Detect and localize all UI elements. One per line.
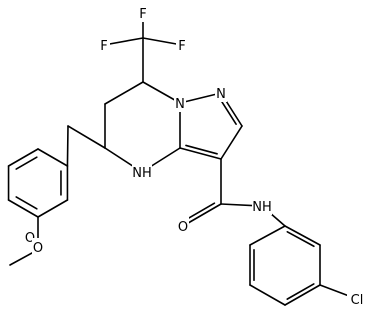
- svg-text:NH: NH: [132, 166, 152, 181]
- atom-n1: N: [174, 94, 186, 112]
- svg-text:F: F: [139, 7, 146, 22]
- bond-C3-C3a: [179, 147, 222, 160]
- svg-text:O: O: [33, 241, 43, 256]
- bond-A4-A5: [249, 284, 286, 306]
- atom-nham: NH: [252, 197, 272, 215]
- methoxyphenyl-ring-bond-1: [7, 148, 39, 167]
- bond-Ccarb-O-second: [184, 202, 216, 221]
- atom-cl: Cl: [347, 290, 367, 308]
- bond-N1-N2: [179, 92, 222, 104]
- atom-n2: N: [215, 84, 227, 102]
- methoxyphenyl-link-bond: [66, 125, 69, 167]
- bond-CH-C3: [220, 125, 243, 160]
- svg-text:O: O: [25, 231, 35, 246]
- bond-A6-A1: [249, 225, 286, 246]
- atom-f3: F: [176, 36, 188, 54]
- bond-A3-A4: [284, 284, 321, 306]
- methoxyphenyl-ring-bond-3: [7, 199, 39, 218]
- methoxyphenyl-ring-double-0: [15, 156, 38, 170]
- ring-layer: [7, 125, 69, 266]
- atom-o: O: [177, 217, 189, 235]
- svg-text:F: F: [178, 39, 185, 54]
- bond-F2-Cf: [103, 37, 144, 46]
- bond-Ccarb-O: [182, 203, 222, 227]
- methoxyphenyl-ring-bond-4: [37, 199, 69, 218]
- bond-layer: [67, 12, 358, 306]
- bond-N2-CH-second: [219, 98, 237, 125]
- svg-text:O: O: [178, 220, 188, 235]
- atom-f1: F: [137, 4, 149, 22]
- svg-text:F: F: [100, 39, 107, 54]
- bond-C3-C3a-second: [185, 144, 218, 155]
- svg-text:NH: NH: [252, 200, 272, 215]
- methoxyphenyl-ring-double-1: [15, 196, 38, 210]
- atom-f2: F: [98, 36, 110, 54]
- atom-n4: NH: [132, 163, 152, 181]
- bond-C7-C6: [104, 81, 144, 105]
- bond-N1-C7: [142, 81, 181, 104]
- bond-A3-A4-second: [286, 283, 315, 300]
- bond-C5-B1: [67, 125, 106, 149]
- svg-text:N: N: [175, 97, 185, 112]
- methoxyphenyl-ring-bond-0: [37, 148, 69, 167]
- atom-methoxy-o: O: [32, 238, 44, 256]
- methyl-bond: [9, 252, 33, 266]
- bond-F3-Cf: [142, 37, 183, 46]
- bond-A1-A2-second: [286, 230, 315, 248]
- svg-text:Cl: Cl: [351, 293, 364, 308]
- bond-A1-A2: [284, 225, 321, 246]
- svg-text:N: N: [216, 87, 226, 102]
